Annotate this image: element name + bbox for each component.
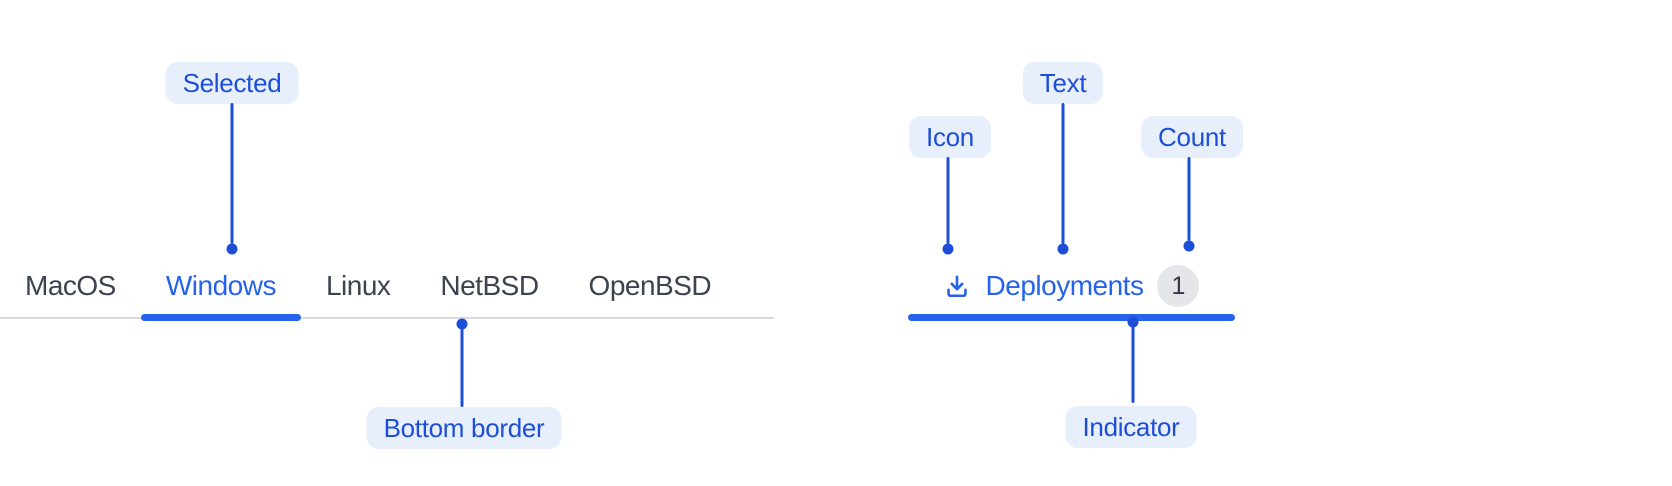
tab-windows-selected[interactable]: Windows: [140, 255, 301, 321]
tab-label: Linux: [325, 270, 391, 301]
tab-deployments-label: Deployments: [985, 270, 1144, 301]
tab-netbsd[interactable]: NetBSD: [415, 255, 563, 317]
callout-icon: Icon: [909, 116, 991, 158]
callout-count: Count: [1141, 116, 1243, 158]
callout-text-line: [1061, 103, 1065, 244]
download-icon: [946, 275, 967, 298]
callout-indicator: Indicator: [1065, 406, 1197, 448]
os-tabbar: MacOS Windows Linux NetBSD OpenBSD: [0, 255, 737, 321]
callout-bottom-border-line: [460, 327, 464, 407]
callout-selected: Selected: [165, 62, 299, 104]
tab-label: OpenBSD: [588, 270, 712, 301]
callout-indicator-line: [1131, 325, 1135, 403]
callout-bottom-border-label: Bottom border: [383, 412, 545, 443]
callout-indicator-label: Indicator: [1082, 411, 1180, 442]
callout-count-dot: [1183, 240, 1195, 252]
callout-selected-dot: [226, 243, 238, 255]
callout-icon-label: Icon: [926, 121, 974, 152]
selected-tab-indicator: [908, 314, 1235, 321]
tab-deployments[interactable]: Deployments 1: [908, 255, 1235, 321]
callout-icon-dot: [942, 243, 954, 255]
callout-text-dot: [1057, 243, 1069, 255]
callout-selected-line: [230, 103, 234, 244]
tab-openbsd[interactable]: OpenBSD: [564, 255, 737, 317]
tab-count-badge: 1: [1157, 265, 1200, 307]
callout-indicator-dot: [1127, 316, 1139, 328]
selected-tab-underline: [140, 314, 301, 321]
callout-bottom-border-dot: [456, 318, 468, 330]
tab-label: NetBSD: [440, 270, 539, 301]
callout-text: Text: [1022, 62, 1104, 104]
callout-count-label: Count: [1158, 121, 1226, 152]
tab-macos[interactable]: MacOS: [0, 255, 141, 317]
callout-selected-label: Selected: [182, 67, 282, 98]
callout-bottom-border: Bottom border: [366, 407, 562, 449]
callout-text-label: Text: [1039, 67, 1087, 98]
callout-icon-line: [946, 157, 950, 244]
tab-linux[interactable]: Linux: [301, 255, 415, 317]
callout-count-line: [1187, 157, 1191, 241]
tab-label: MacOS: [25, 270, 116, 301]
tabbar-bottom-border: [0, 317, 774, 319]
tab-label: Windows: [165, 270, 277, 301]
